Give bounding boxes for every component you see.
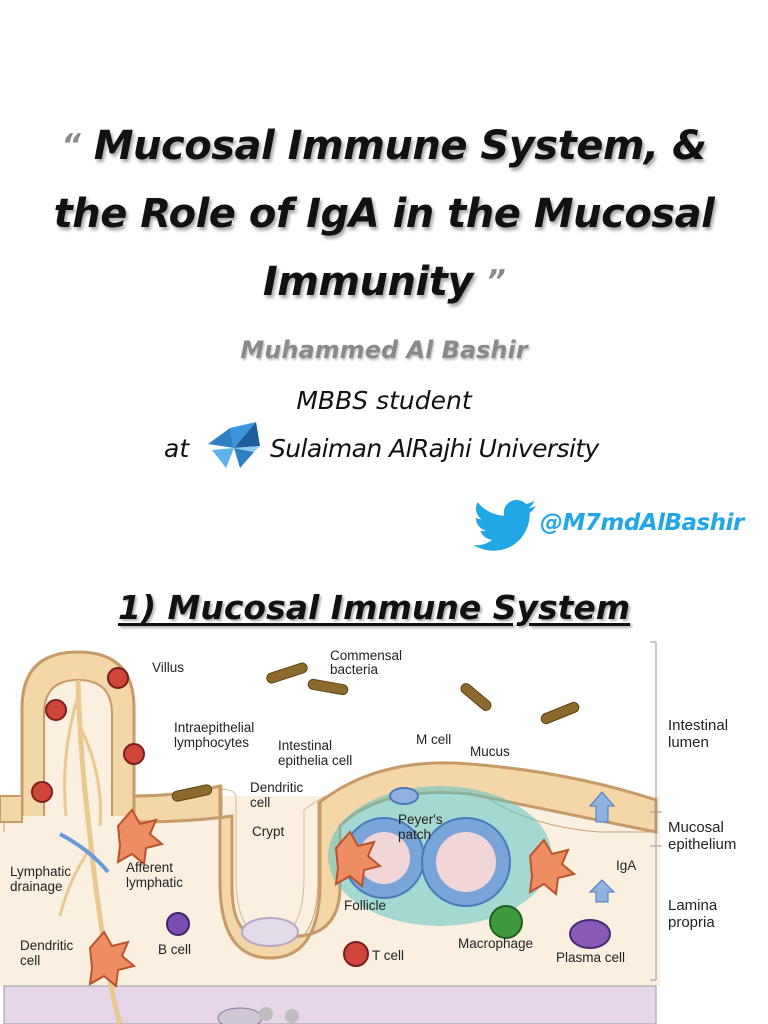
title-line-2: the Role of IgA in the Mucosal — [53, 191, 715, 237]
region-lamina-2: propria — [668, 914, 715, 931]
affiliation-prefix: at — [164, 434, 190, 463]
label-dendritic-top-1: Dendritic — [250, 780, 304, 795]
label-peyers-2: patch — [398, 827, 431, 842]
title-text-3: Immunity — [262, 259, 474, 305]
section-heading: 1) Mucosal Immune System — [118, 588, 631, 627]
label-dendritic-top-2: cell — [250, 795, 270, 810]
label-m-cell: M cell — [416, 732, 451, 747]
label-mucus: Mucus — [470, 744, 510, 759]
macrophage — [489, 905, 523, 939]
m-cell — [389, 787, 419, 805]
region-lamina-1: Lamina — [668, 897, 718, 914]
region-brackets — [650, 641, 662, 1024]
author-role: MBBS student — [296, 386, 472, 415]
lower-layer-background — [3, 985, 657, 1024]
b-cell — [166, 912, 190, 936]
title-line-1: “ Mucosal Immune System, & — [0, 112, 768, 180]
label-follicle: Follicle — [344, 898, 386, 913]
label-dendritic-bottom-1: Dendritic — [20, 938, 74, 953]
label-intestinal-epi-1: Intestinal — [278, 738, 332, 753]
label-intraepithelial-2: lymphocytes — [174, 735, 249, 750]
label-b-cell: B cell — [158, 942, 191, 957]
label-crypt: Crypt — [252, 824, 285, 839]
label-lymphatic-2: drainage — [10, 879, 63, 894]
region-epithelium-2: epithelium — [668, 836, 736, 853]
lymphatic-drainage-arrow — [59, 832, 110, 874]
label-afferent-1: Afferent — [126, 860, 173, 875]
label-intraepithelial-1: Intraepithelial — [174, 720, 254, 735]
close-quote: ” — [486, 264, 506, 299]
mucosal-immune-diagram: Villus Commensal bacteria Intraepithelia… — [0, 636, 736, 1024]
title-text-1: Mucosal Immune System, & — [93, 123, 707, 169]
iga-transport-arrows — [588, 791, 616, 903]
university-name: Sulaiman AlRajhi University — [270, 434, 599, 463]
lymph-vessel — [75, 679, 123, 1024]
label-macrophage: Macrophage — [458, 936, 533, 951]
university-logo-icon — [208, 422, 260, 468]
label-intestinal-epi-2: epithelia cell — [278, 753, 352, 768]
label-commensal-2: bacteria — [330, 662, 379, 677]
slide-title: “ Mucosal Immune System, & the Role of I… — [0, 112, 768, 316]
region-lumen-1: Intestinal — [668, 717, 728, 734]
label-plasma-cell: Plasma cell — [556, 950, 625, 965]
open-quote: “ — [61, 128, 81, 163]
label-commensal-1: Commensal — [330, 648, 402, 663]
label-lymphatic-1: Lymphatic — [10, 864, 71, 879]
commensal-bacteria — [171, 662, 580, 802]
lower-layer-cells — [217, 1007, 299, 1024]
twitter-bird-icon — [474, 500, 536, 551]
label-afferent-2: lymphatic — [126, 875, 183, 890]
region-lumen-2: lumen — [668, 734, 709, 751]
label-dendritic-bottom-2: cell — [20, 953, 40, 968]
dendritic-cells — [88, 808, 577, 988]
author-name: Muhammed Al Bashir — [240, 336, 528, 364]
title-line-3: Immunity ” — [0, 248, 768, 316]
label-t-cell: T cell — [372, 948, 404, 963]
label-villus: Villus — [152, 660, 184, 675]
peyers-patch — [328, 786, 552, 926]
twitter-handle[interactable]: @M7mdAlBashir — [540, 510, 744, 536]
intraepithelial-lymphocytes — [31, 667, 145, 803]
plasma-cell — [569, 919, 611, 949]
region-epithelium-1: Mucosal — [668, 819, 724, 836]
t-cell — [343, 941, 369, 967]
label-peyers-1: Peyer's — [398, 812, 443, 827]
label-iga: IgA — [616, 858, 636, 873]
